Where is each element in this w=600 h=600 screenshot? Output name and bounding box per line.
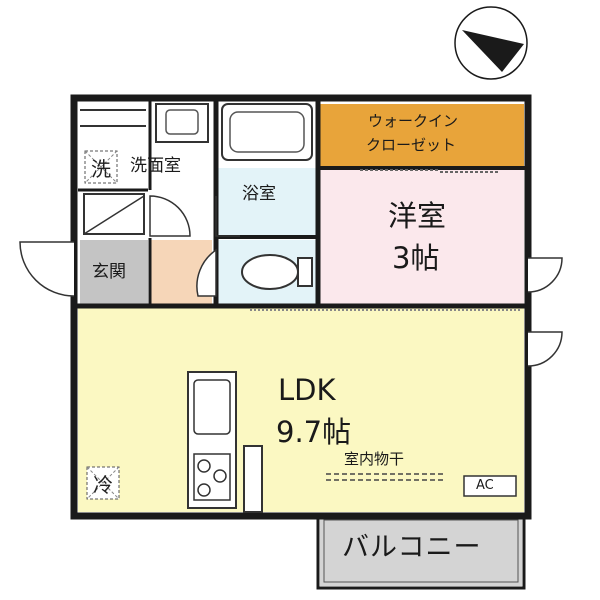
toilet-door: [196, 248, 217, 297]
balcony-floor: [320, 516, 522, 586]
bathtub-inner: [229, 111, 305, 153]
washroom-label: 洗面室: [130, 156, 181, 176]
bath-door: [215, 196, 240, 237]
fridge-mark: 冷: [93, 472, 113, 497]
burner: [197, 459, 211, 473]
balcony-inner-edge: [323, 519, 519, 583]
closet-label-line2: クローゼット: [366, 136, 457, 154]
window-swing: [527, 257, 563, 293]
toilet-tank: [297, 257, 313, 287]
ldk-label: LDK: [278, 373, 336, 407]
shoe-cabinet-diagonal: [83, 195, 145, 235]
closet-floor: [320, 104, 524, 168]
ldk-floor: [78, 308, 524, 512]
washroom-door: [149, 195, 191, 237]
entrance-label: 玄関: [92, 262, 126, 282]
ac-unit: [463, 475, 517, 497]
balcony-label: バルコニー: [342, 532, 482, 563]
toilet: [241, 254, 299, 290]
front-door: [19, 241, 75, 297]
north-arrow-icon: [462, 30, 524, 72]
window-swing: [527, 331, 563, 367]
burner: [197, 483, 211, 497]
washer-space: 洗: [84, 150, 118, 184]
burner: [213, 469, 227, 483]
washer-mark: 洗: [91, 156, 111, 181]
ac-label: AC: [476, 478, 494, 493]
fridge-space: 冷: [86, 466, 120, 500]
indoor-drying-label: 室内物干: [344, 450, 405, 468]
ldk-size: 9.7帖: [276, 415, 352, 449]
bath-label: 浴室: [242, 184, 276, 204]
kitchen-sink: [193, 379, 231, 435]
sink-basin: [165, 109, 199, 135]
western-room-label: 洋室: [388, 199, 447, 233]
entrance-floor: [80, 240, 148, 304]
bath-floor: [218, 168, 316, 236]
outer-wall: [70, 94, 532, 520]
column: [243, 445, 263, 513]
closet-label-line1: ウォークイン: [368, 112, 459, 130]
balcony-rail: [316, 516, 526, 590]
western-room-floor: [320, 170, 524, 306]
western-room-size: 3帖: [392, 241, 440, 275]
